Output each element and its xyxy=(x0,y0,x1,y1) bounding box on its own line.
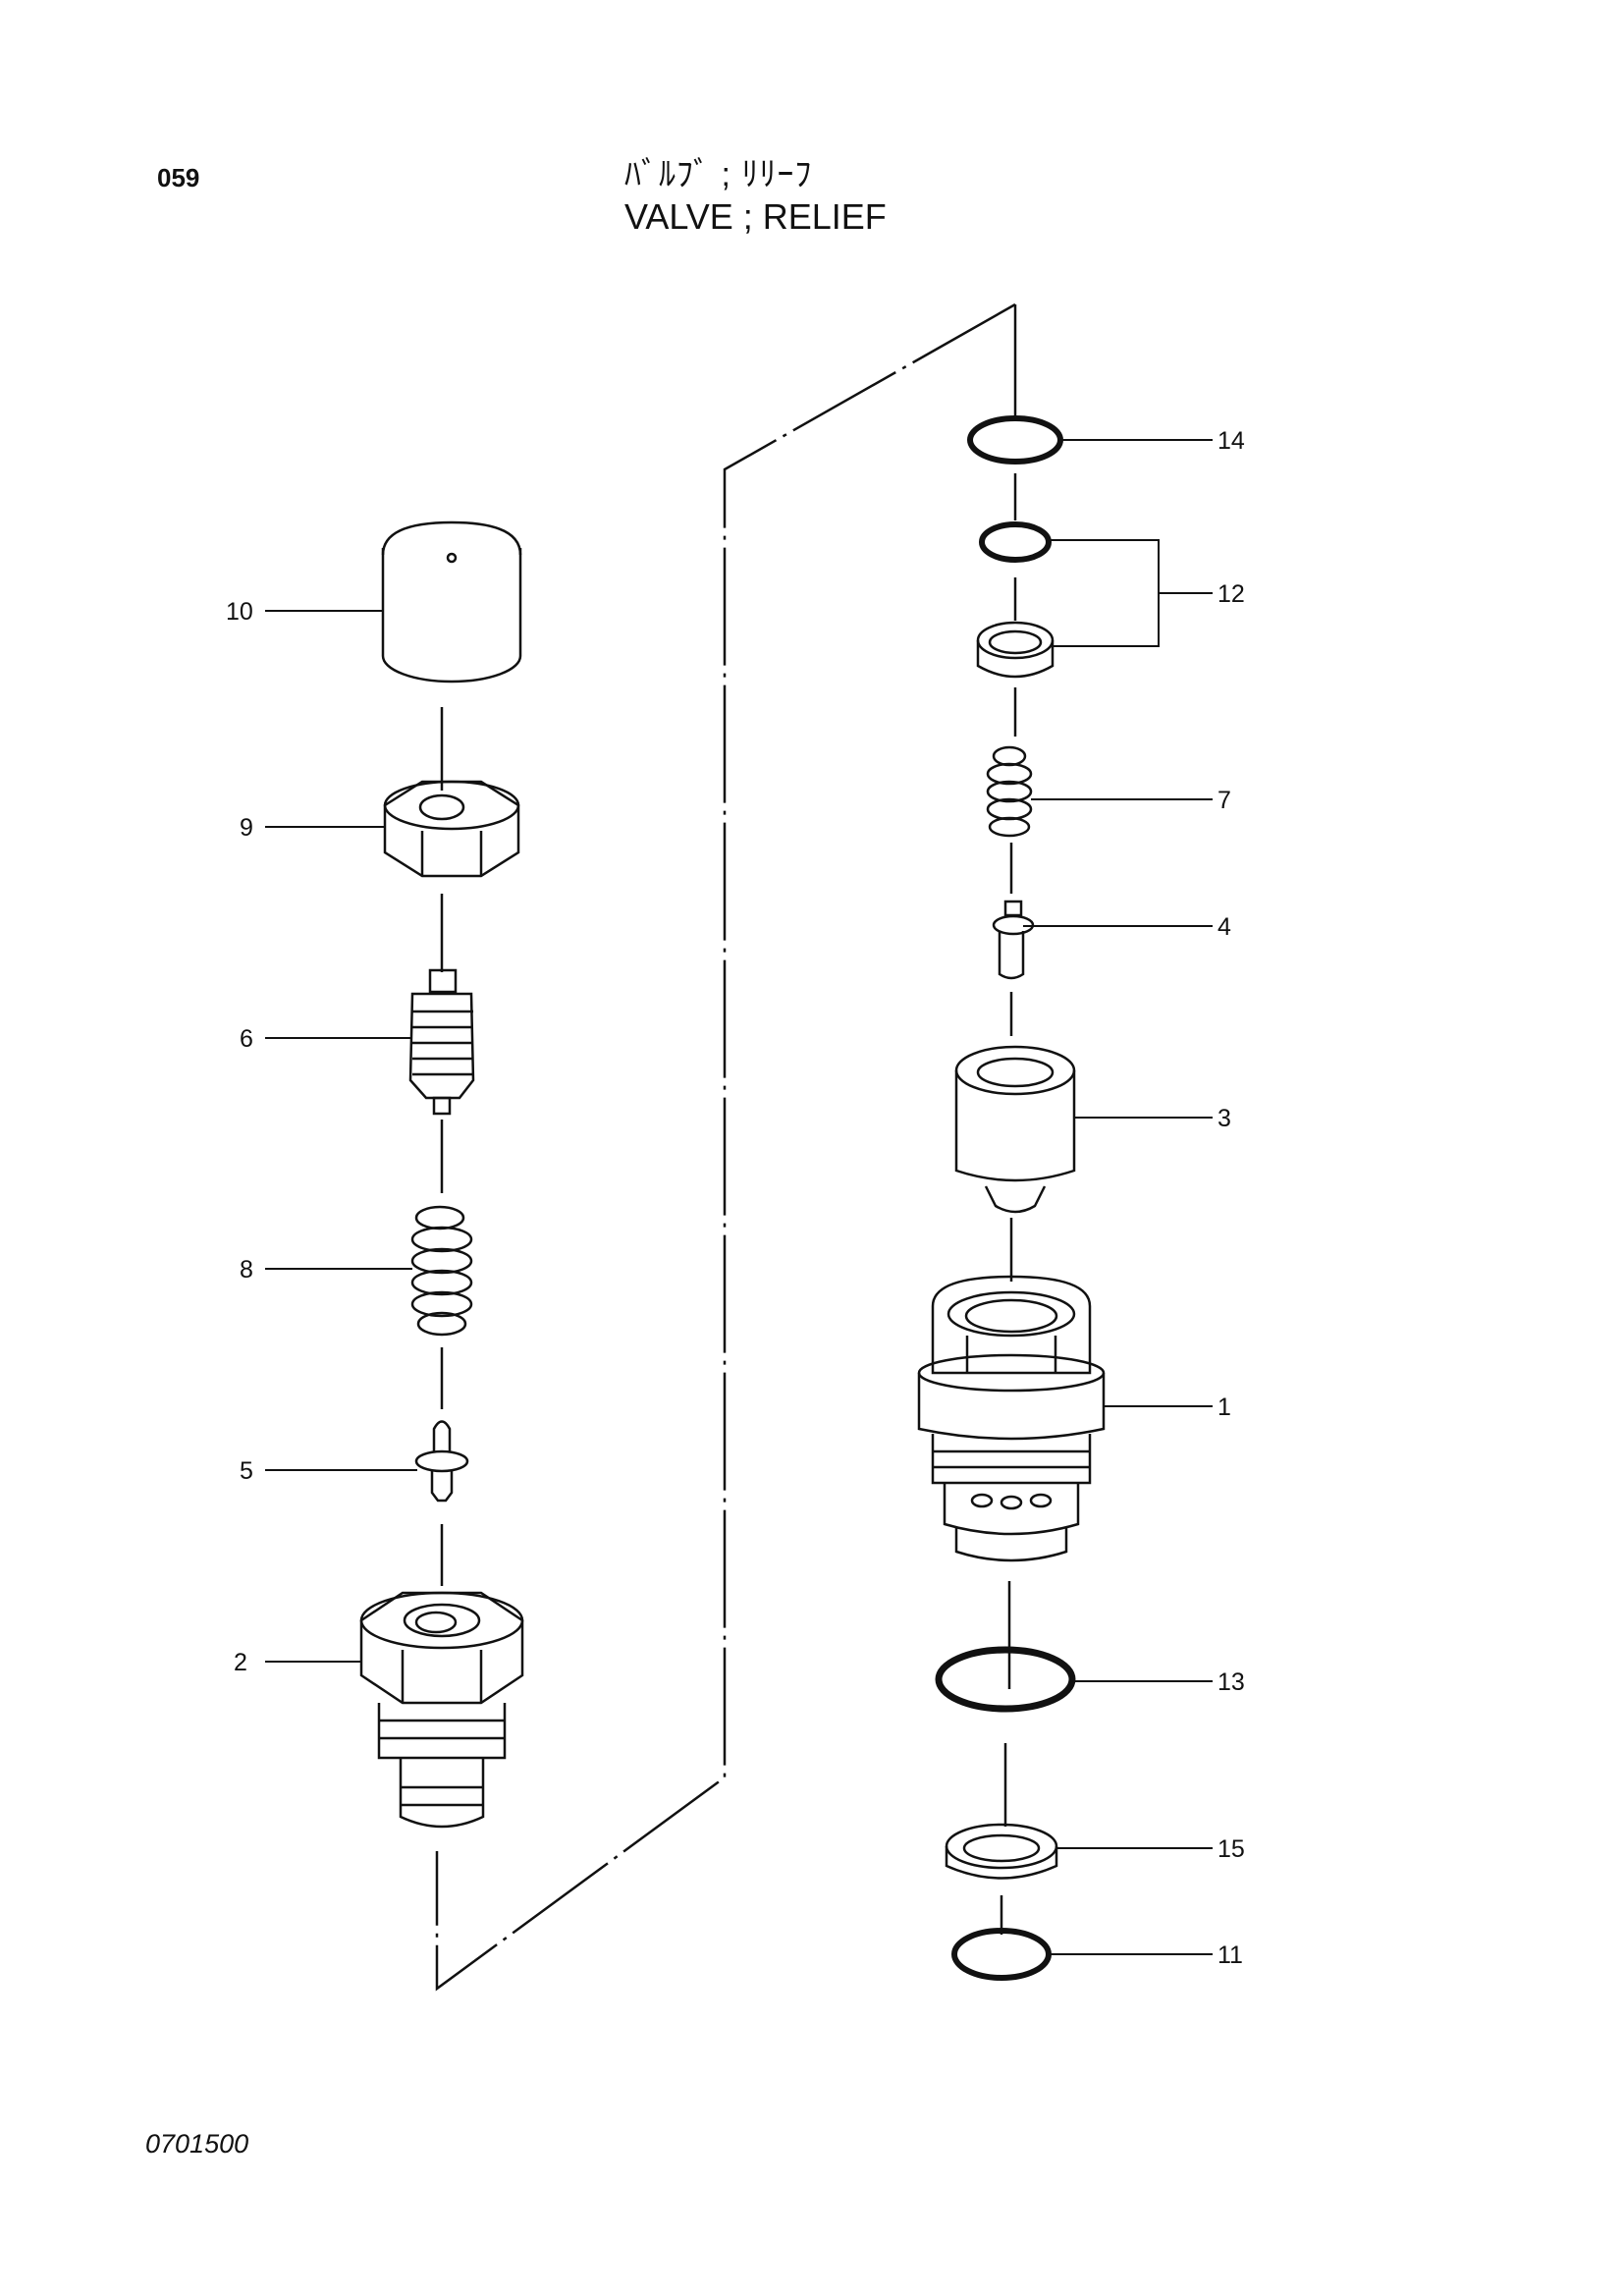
part-1-valve-body xyxy=(917,1275,1106,1562)
part-15-backup-ring xyxy=(945,1823,1058,1880)
callout-10: 10 xyxy=(226,598,253,626)
part-2-plug-body xyxy=(359,1591,524,1829)
callout-8: 8 xyxy=(240,1256,253,1284)
part-13-o-ring xyxy=(935,1646,1076,1713)
callout-1: 1 xyxy=(1217,1394,1231,1421)
part-6-adjusting-screw xyxy=(408,968,475,1116)
part-9-lock-nut xyxy=(383,780,520,878)
leader-lines xyxy=(265,439,1213,1955)
callout-6: 6 xyxy=(240,1025,253,1053)
callout-7: 7 xyxy=(1217,787,1231,814)
callout-9: 9 xyxy=(240,814,253,842)
assembly-connector-line xyxy=(435,302,1017,1992)
part-12-backup-ring-set xyxy=(976,521,1055,679)
part-3-seat xyxy=(954,1045,1076,1214)
part-5-poppet xyxy=(414,1420,469,1503)
callout-14: 14 xyxy=(1217,427,1245,455)
callout-5: 5 xyxy=(240,1457,253,1485)
callout-13: 13 xyxy=(1217,1668,1245,1696)
part-4-piston xyxy=(992,900,1035,980)
part-8-spring xyxy=(410,1205,473,1337)
callout-2: 2 xyxy=(234,1649,247,1676)
callout-12: 12 xyxy=(1217,580,1245,608)
part-11-o-ring xyxy=(951,1928,1052,1981)
callout-11: 11 xyxy=(1217,1941,1243,1969)
title-japanese: ﾊﾞﾙﾌﾞ ; ﾘﾘｰﾌ xyxy=(624,156,813,193)
callout-15: 15 xyxy=(1217,1835,1245,1863)
part-14-o-ring xyxy=(967,415,1063,465)
page-number: 059 xyxy=(157,163,200,192)
callout-3: 3 xyxy=(1217,1105,1231,1132)
document-code: 0701500 xyxy=(145,2129,249,2159)
title-english: VALVE ; RELIEF xyxy=(624,196,887,237)
part-7-spring xyxy=(986,745,1033,838)
callout-4: 4 xyxy=(1217,913,1231,941)
part-10-cap xyxy=(381,520,522,683)
